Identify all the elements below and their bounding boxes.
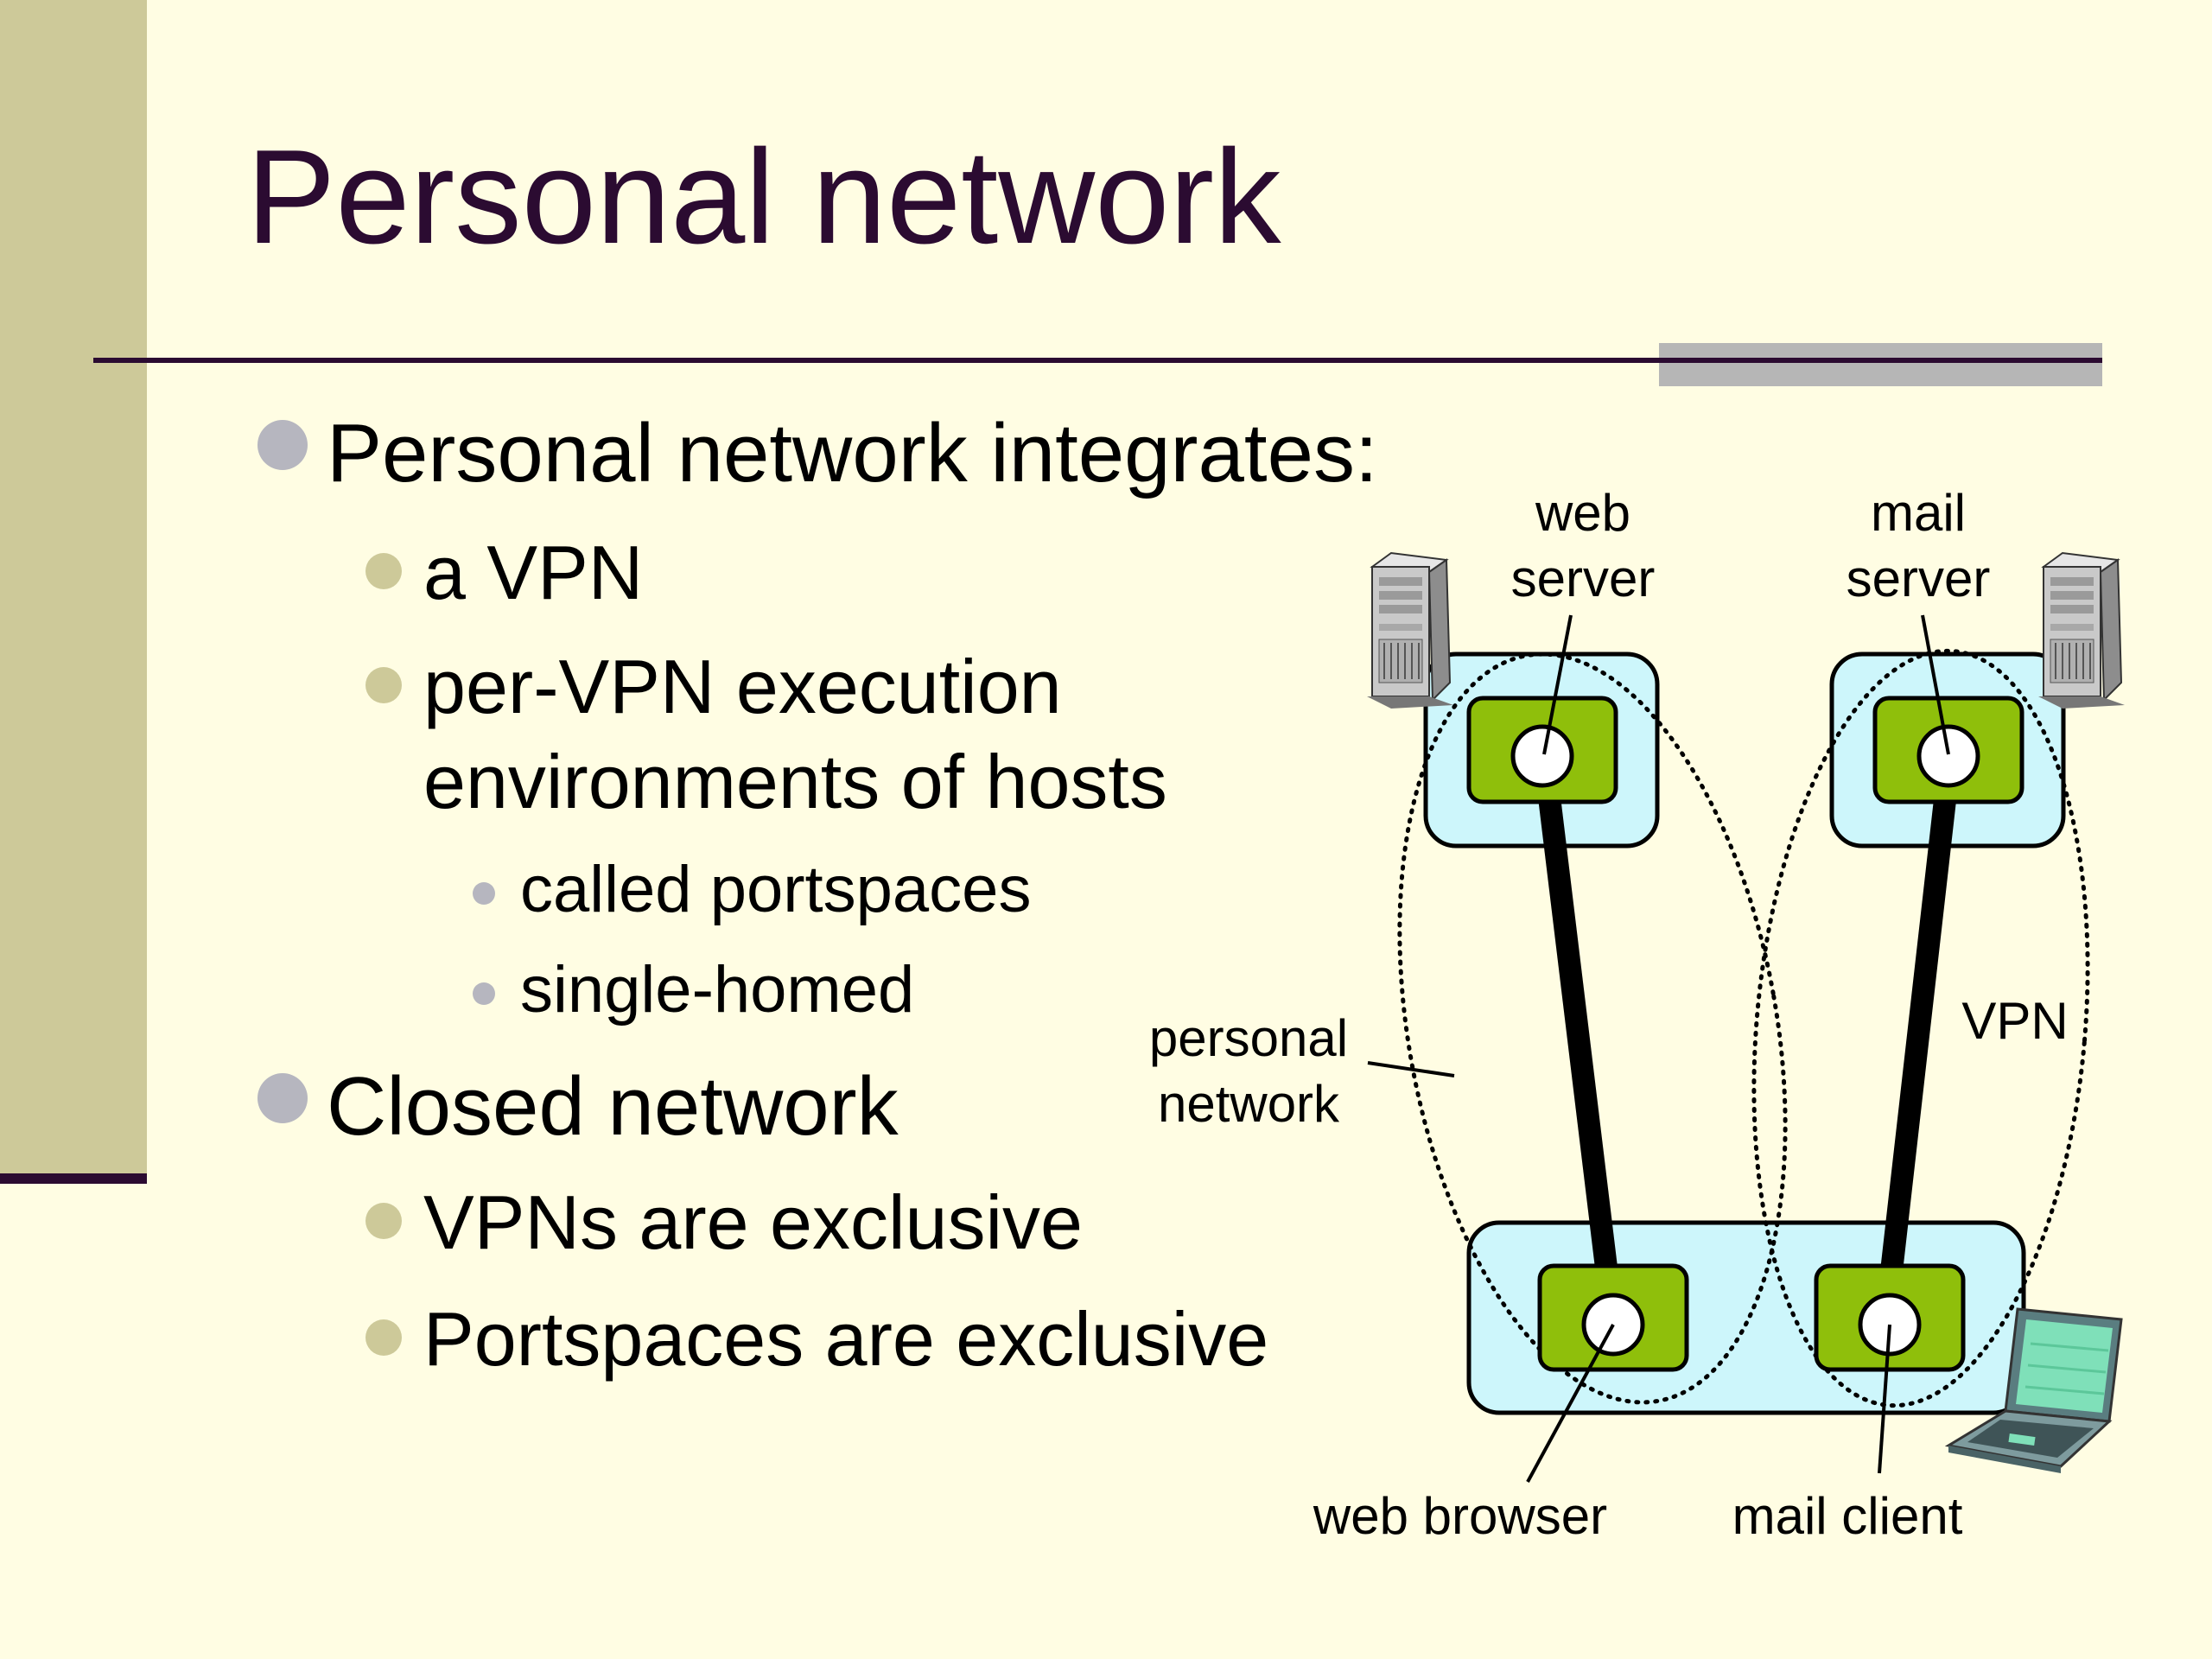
personal-network-label-line2: network — [1158, 1075, 1340, 1133]
bullet-environments-of-hosts: environments of hosts — [423, 739, 1167, 824]
web-server-leader — [1542, 614, 1573, 755]
web-link — [1533, 753, 1624, 1326]
web-server-port — [1510, 724, 1574, 788]
bullet-personal-network-integrates: Personal network integrates: — [327, 407, 1378, 499]
web-browser-leader — [1526, 1324, 1615, 1483]
bullet-a-vpn: a VPN — [423, 530, 644, 615]
laptop-icon — [1944, 1307, 2123, 1473]
slide-title: Personal network — [246, 122, 1281, 271]
personal-network-ellipse — [1397, 652, 1788, 1405]
bullet-closed-network: Closed network — [327, 1060, 899, 1153]
title-rule-accent — [1659, 343, 2102, 386]
web-server-label-line2: server — [1511, 550, 1656, 607]
bullet-vpns-are-exclusive: VPNs are exclusive — [423, 1179, 1083, 1265]
mail-server-port — [1916, 724, 1980, 788]
bullet-marker — [365, 1319, 402, 1356]
bullet-marker — [473, 982, 495, 1005]
left-sidebar-band — [0, 0, 147, 1175]
sidebar-accent-line — [0, 1173, 147, 1184]
bullet-portspaces-are-exclusive: Portspaces are exclusive — [423, 1296, 1269, 1382]
web-browser-label: web browser — [1313, 1487, 1607, 1545]
bullet-marker — [365, 1203, 402, 1239]
mail-server-label-line1: mail — [1871, 484, 1966, 542]
mail-server-label-line2: server — [1847, 550, 1991, 607]
vpn-ellipse — [1751, 648, 2090, 1408]
title-rule — [93, 358, 2102, 363]
bullet-marker — [257, 1073, 308, 1123]
personal-network-leader — [1367, 1061, 1455, 1077]
mail-server-computer-icon — [2038, 551, 2125, 709]
web-server-computer-icon — [1367, 551, 1453, 709]
bullet-marker — [257, 420, 308, 470]
mail-client-leader — [1878, 1324, 1891, 1474]
mail-link — [1874, 753, 1961, 1326]
bullet-per-vpn-execution: per-VPN execution — [423, 644, 1062, 729]
mail-server-leader — [1921, 614, 1950, 755]
personal-network-label-line1: personal — [1149, 1009, 1348, 1067]
bullet-marker — [473, 882, 495, 905]
bullet-called-portspaces: called portspaces — [520, 853, 1032, 926]
bullet-marker — [365, 553, 402, 589]
vpn-label: VPN — [1961, 992, 2068, 1050]
web-server-label-line1: web — [1535, 484, 1630, 542]
mail-client-label: mail client — [1732, 1487, 1963, 1545]
bullet-single-homed: single-homed — [520, 953, 915, 1027]
bullet-marker — [365, 667, 402, 703]
